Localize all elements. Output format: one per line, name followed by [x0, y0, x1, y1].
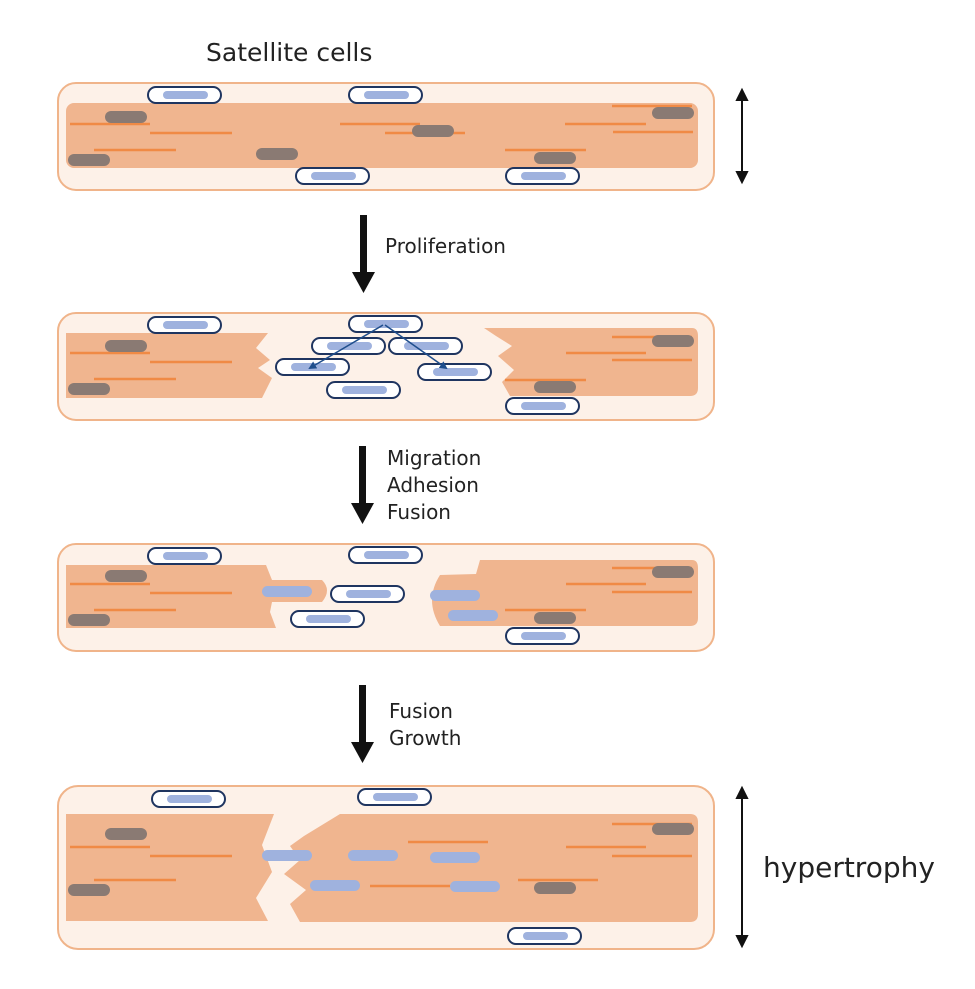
- hypertrophied-fiber-left: [66, 814, 274, 921]
- satellite-cell: [147, 316, 222, 334]
- step-arrow-2: [351, 446, 374, 524]
- step-label-fusion-2: Fusion: [389, 699, 453, 723]
- muscle-fiber-stage-2: [57, 312, 715, 421]
- satellite-cell: [151, 790, 226, 808]
- striations: [70, 104, 693, 152]
- satellite-cells-title: Satellite cells: [206, 38, 372, 67]
- satellite-cell: [147, 86, 222, 104]
- satellite-cell: [326, 381, 401, 399]
- myonuclei: [68, 107, 694, 166]
- satellite-cell: [507, 927, 582, 945]
- satellite-cell: [505, 167, 580, 185]
- myonuclei: [68, 566, 694, 626]
- fusing-fiber-right: [432, 560, 698, 626]
- step-arrow-3: [351, 685, 374, 763]
- striations: [70, 822, 692, 888]
- satellite-cells: [147, 86, 580, 185]
- muscle-fiber-stage-1: [57, 82, 749, 191]
- hypertrophy-label: hypertrophy: [763, 851, 935, 884]
- satellite-cell: [417, 363, 492, 381]
- myonuclei: [68, 823, 694, 896]
- satellite-cell: [290, 610, 365, 628]
- striations: [70, 335, 692, 382]
- satellite-cell: [505, 627, 580, 645]
- satellite-cells: [151, 788, 582, 945]
- satellite-cell: [348, 86, 423, 104]
- diameter-arrow-large: [735, 785, 749, 949]
- step-arrow-1: [352, 215, 375, 293]
- step-label-proliferation: Proliferation: [385, 234, 506, 258]
- satellite-cell: [357, 788, 432, 806]
- satellite-cell: [388, 337, 463, 355]
- migration-arrows: [308, 324, 448, 370]
- step-label-growth: Growth: [389, 726, 461, 750]
- satellite-cell: [348, 315, 423, 333]
- hypertrophied-fiber-right: [284, 814, 698, 922]
- satellite-cell: [295, 167, 370, 185]
- satellite-cell: [147, 547, 222, 565]
- satellite-cells: [147, 546, 580, 645]
- diameter-arrow-small: [735, 87, 749, 185]
- muscle-fiber-stage-3: [57, 543, 715, 652]
- fused-nuclei: [262, 586, 498, 621]
- step-label-adhesion: Adhesion: [387, 473, 479, 497]
- fused-nuclei: [262, 850, 500, 892]
- step-label-migration: Migration: [387, 446, 481, 470]
- muscle-fiber: [66, 103, 698, 168]
- satellite-cell: [505, 397, 580, 415]
- myonuclei: [68, 335, 694, 395]
- muscle-fiber-stage-4: [57, 785, 749, 950]
- satellite-cell: [330, 585, 405, 603]
- step-label-fusion: Fusion: [387, 500, 451, 524]
- satellite-cell: [348, 546, 423, 564]
